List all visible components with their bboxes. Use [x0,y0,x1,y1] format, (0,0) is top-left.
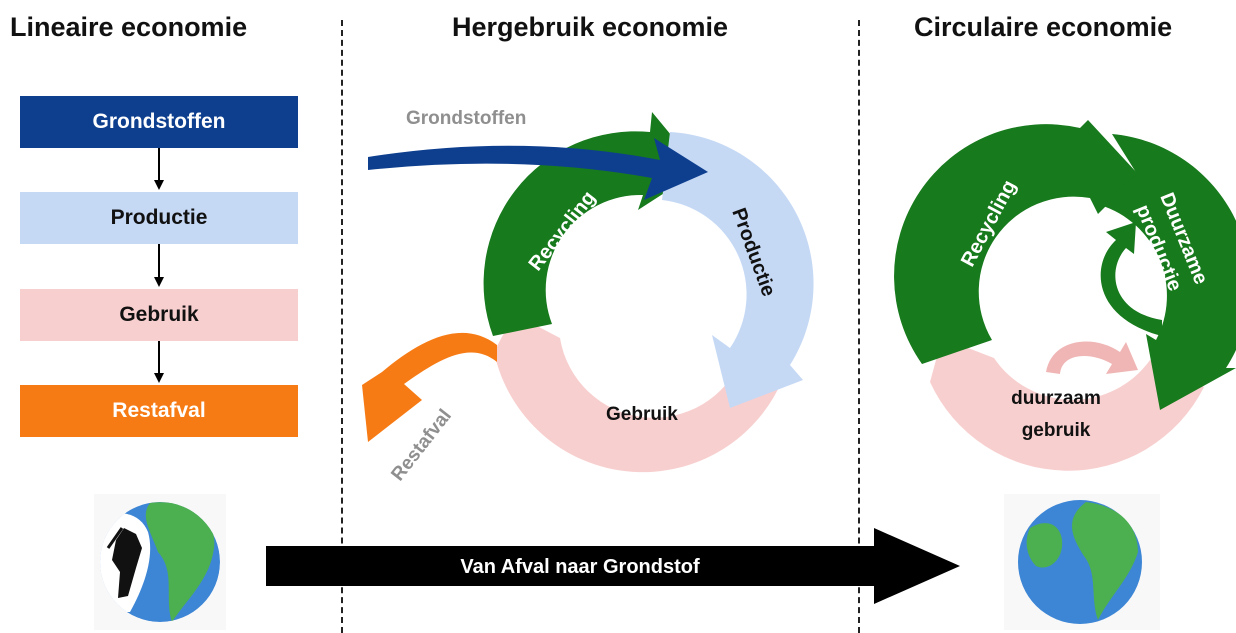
column-divider-left [341,20,343,633]
circular-cycle-productie-arc [1100,134,1236,410]
reuse-cycle-recycling-arc [483,112,700,336]
earth-globe-mining-icon [94,494,226,630]
linear-step-grondstoffen: Grondstoffen [20,96,298,148]
linear-economy-title: Lineaire economie [10,12,248,42]
circular-cycle-gebruik-label-1: duurzaam [1011,388,1101,409]
circular-inner-green-arrow [1100,222,1162,336]
reuse-cycle-productie-arc [662,132,814,408]
transition-arrow [266,528,960,604]
reuse-input-arrow [368,138,708,200]
reuse-cycle-gebruik-label: Gebruik [606,404,678,425]
earth-globe-icon [1004,494,1160,630]
circular-cycle [894,120,1236,471]
reuse-economy-title: Hergebruik economie [452,12,729,42]
reuse-output-arrow [362,332,497,442]
circular-cycle-gebruik-label-2: gebruik [1022,420,1091,441]
circular-cycle-gebruik-arc [930,338,1204,471]
linear-step-gebruik: Gebruik [20,289,298,341]
reuse-cycle-gebruik-arc [494,314,784,473]
circular-economy-title: Circulaire economie [914,12,1173,42]
circular-inner-pink-arrow [1046,341,1138,374]
linear-step-productie: Productie [20,192,298,244]
reuse-input-label: Grondstoffen [406,108,526,129]
reuse-cycle [362,112,814,473]
transition-arrow-label: Van Afval naar Grondstof [460,556,700,578]
column-divider-right [858,20,860,633]
linear-step-restafval: Restafval [20,385,298,437]
circular-cycle-recycling-arc [894,120,1138,364]
